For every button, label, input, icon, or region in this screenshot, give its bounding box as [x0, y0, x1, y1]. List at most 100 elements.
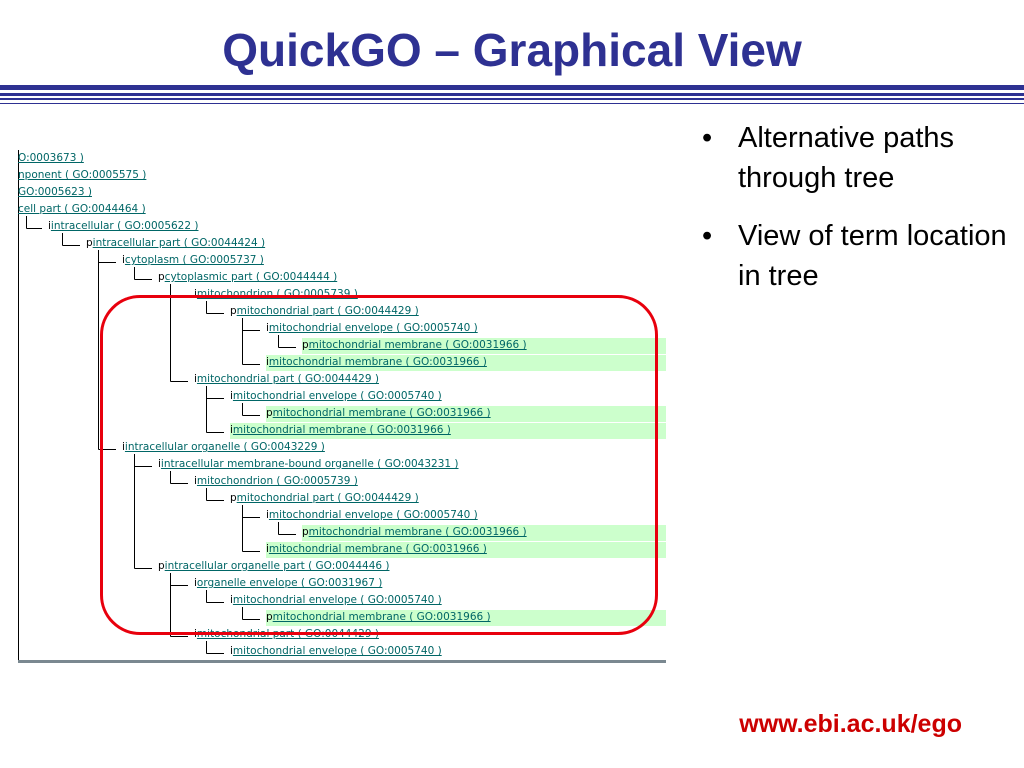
- go-term-link[interactable]: intracellular organelle ( GO:0043229 ): [124, 441, 325, 453]
- relation-type-label: i: [266, 322, 269, 334]
- tree-row-content: iintracellular organelle ( GO:0043229 ): [122, 441, 325, 454]
- go-term-link[interactable]: mitochondrial envelope ( GO:0005740 ): [232, 594, 442, 606]
- tree-row: nponent ( GO:0005575 ): [18, 167, 666, 184]
- tree-row-content: nponent ( GO:0005575 ): [18, 169, 146, 182]
- tree-row: pmitochondrial part ( GO:0044429 ): [18, 303, 666, 320]
- tree-row-content: pmitochondrial membrane ( GO:0031966 ): [266, 407, 491, 420]
- tree-row-content: imitochondrion ( GO:0005739 ): [194, 475, 358, 488]
- relation-type-label: i: [194, 577, 197, 589]
- tree-row: pintracellular organelle part ( GO:00444…: [18, 558, 666, 575]
- go-term-link[interactable]: intracellular membrane-bound organelle (…: [160, 458, 459, 470]
- tree-row-content: pmitochondrial membrane ( GO:0031966 ): [302, 339, 527, 352]
- tree-row: imitochondrial membrane ( GO:0031966 ): [18, 354, 666, 371]
- relation-type-label: i: [158, 458, 161, 470]
- tree-row: imitochondrial envelope ( GO:0005740 ): [18, 320, 666, 337]
- footer-url[interactable]: www.ebi.ac.uk/ego: [739, 710, 962, 738]
- go-term-link[interactable]: intracellular ( GO:0005622 ): [50, 220, 199, 232]
- relation-type-label: p: [86, 237, 93, 249]
- go-term-link[interactable]: cell part ( GO:0044464 ): [18, 203, 146, 215]
- tree-row-content: imitochondrial envelope ( GO:0005740 ): [230, 645, 442, 658]
- tree-row-content: pcytoplasmic part ( GO:0044444 ): [158, 271, 337, 284]
- tree-row-content: cell part ( GO:0044464 ): [18, 203, 146, 216]
- relation-type-label: p: [302, 526, 309, 538]
- tree-row-content: imitochondrial membrane ( GO:0031966 ): [266, 543, 487, 556]
- relation-type-label: i: [194, 475, 197, 487]
- relation-type-label: i: [194, 288, 197, 300]
- go-term-link[interactable]: GO:0005623 ): [18, 186, 92, 198]
- go-term-link[interactable]: cytoplasm ( GO:0005737 ): [124, 254, 264, 266]
- tree-row-content: pmitochondrial part ( GO:0044429 ): [230, 305, 419, 318]
- tree-row: pmitochondrial membrane ( GO:0031966 ): [18, 524, 666, 541]
- tree-row-content: pmitochondrial part ( GO:0044429 ): [230, 492, 419, 505]
- tree-row: pmitochondrial membrane ( GO:0031966 ): [18, 405, 666, 422]
- tree-row-content: iintracellular membrane-bound organelle …: [158, 458, 459, 471]
- relation-type-label: p: [158, 560, 165, 572]
- title-rule-medium: [0, 93, 1024, 96]
- title-rule-hairline: [0, 103, 1024, 104]
- tree-row: imitochondrial membrane ( GO:0031966 ): [18, 422, 666, 439]
- go-term-link[interactable]: organelle envelope ( GO:0031967 ): [196, 577, 383, 589]
- tree-row-content: pintracellular part ( GO:0044424 ): [86, 237, 265, 250]
- relation-type-label: i: [122, 254, 125, 266]
- tree-row-content: imitochondrial membrane ( GO:0031966 ): [266, 356, 487, 369]
- tree-row-content: pmitochondrial membrane ( GO:0031966 ): [302, 526, 527, 539]
- go-term-link[interactable]: intracellular part ( GO:0044424 ): [92, 237, 266, 249]
- tree-row: imitochondrial envelope ( GO:0005740 ): [18, 643, 666, 660]
- tree-row-content: pintracellular organelle part ( GO:00444…: [158, 560, 390, 573]
- go-term-link[interactable]: mitochondrion ( GO:0005739 ): [196, 475, 358, 487]
- go-term-link[interactable]: mitochondrial part ( GO:0044429 ): [236, 305, 419, 317]
- tree-row-content: iintracellular ( GO:0005622 ): [48, 220, 198, 233]
- tree-row: iorganelle envelope ( GO:0031967 ): [18, 575, 666, 592]
- tree-row-content: GO:0005623 ): [18, 186, 92, 199]
- relation-type-label: p: [266, 611, 273, 623]
- tree-row: pmitochondrial part ( GO:0044429 ): [18, 490, 666, 507]
- tree-row: pmitochondrial membrane ( GO:0031966 ): [18, 609, 666, 626]
- relation-type-label: i: [230, 594, 233, 606]
- tree-row: pintracellular part ( GO:0044424 ): [18, 235, 666, 252]
- tree-row: imitochondrial envelope ( GO:0005740 ): [18, 388, 666, 405]
- go-term-link[interactable]: mitochondrial membrane ( GO:0031966 ): [272, 407, 491, 419]
- go-term-link[interactable]: cytoplasmic part ( GO:0044444 ): [164, 271, 338, 283]
- bullet-list: Alternative paths through tree View of t…: [700, 118, 1020, 314]
- tree-connector-lines: [18, 150, 296, 660]
- tree-row: iintracellular membrane-bound organelle …: [18, 456, 666, 473]
- go-term-link[interactable]: nponent ( GO:0005575 ): [18, 169, 147, 181]
- relation-type-label: i: [230, 424, 233, 436]
- slide-title: QuickGO – Graphical View: [222, 24, 802, 76]
- tree-row: O:0003673 ): [18, 150, 666, 167]
- go-term-link[interactable]: O:0003673 ): [18, 152, 84, 164]
- go-term-link[interactable]: mitochondrial part ( GO:0044429 ): [236, 492, 419, 504]
- relation-type-label: p: [302, 339, 309, 351]
- go-term-link[interactable]: intracellular organelle part ( GO:004444…: [164, 560, 390, 572]
- highlight-oval: [100, 295, 658, 635]
- tree-row-content: pmitochondrial membrane ( GO:0031966 ): [266, 611, 491, 624]
- tree-row: pmitochondrial membrane ( GO:0031966 ): [18, 337, 666, 354]
- go-term-link[interactable]: mitochondrial part ( GO:0044429 ): [196, 373, 379, 385]
- go-term-link[interactable]: mitochondrial membrane ( GO:0031966 ): [308, 339, 527, 351]
- relation-type-label: p: [266, 407, 273, 419]
- tree-row: iintracellular organelle ( GO:0043229 ): [18, 439, 666, 456]
- tree-row-content: imitochondrial envelope ( GO:0005740 ): [230, 390, 442, 403]
- go-term-link[interactable]: mitochondrial membrane ( GO:0031966 ): [272, 611, 491, 623]
- tree-row: imitochondrial part ( GO:0044429 ): [18, 371, 666, 388]
- bullet-item: View of term location in tree: [700, 216, 1020, 296]
- go-term-link[interactable]: mitochondrial membrane ( GO:0031966 ): [268, 543, 487, 555]
- go-tree-screenshot: O:0003673 ) nponent ( GO:0005575 ) GO:0005…: [18, 150, 666, 663]
- tree-row-content: imitochondrial part ( GO:0044429 ): [194, 373, 379, 386]
- tree-row: cell part ( GO:0044464 ): [18, 201, 666, 218]
- relation-type-label: i: [266, 509, 269, 521]
- relation-type-label: i: [48, 220, 51, 232]
- go-term-link[interactable]: mitochondrial envelope ( GO:0005740 ): [232, 645, 442, 657]
- go-term-link[interactable]: mitochondrial envelope ( GO:0005740 ): [268, 509, 478, 521]
- go-term-link[interactable]: mitochondrial membrane ( GO:0031966 ): [232, 424, 451, 436]
- go-term-link[interactable]: mitochondrial envelope ( GO:0005740 ): [268, 322, 478, 334]
- tree-row: imitochondrion ( GO:0005739 ): [18, 473, 666, 490]
- go-term-link[interactable]: mitochondrial membrane ( GO:0031966 ): [268, 356, 487, 368]
- title-rule-thick: [0, 85, 1024, 90]
- relation-type-label: i: [230, 645, 233, 657]
- relation-type-label: p: [230, 305, 237, 317]
- tree-row: GO:0005623 ): [18, 184, 666, 201]
- relation-type-label: p: [158, 271, 165, 283]
- go-term-link[interactable]: mitochondrial envelope ( GO:0005740 ): [232, 390, 442, 402]
- go-term-link[interactable]: mitochondrial membrane ( GO:0031966 ): [308, 526, 527, 538]
